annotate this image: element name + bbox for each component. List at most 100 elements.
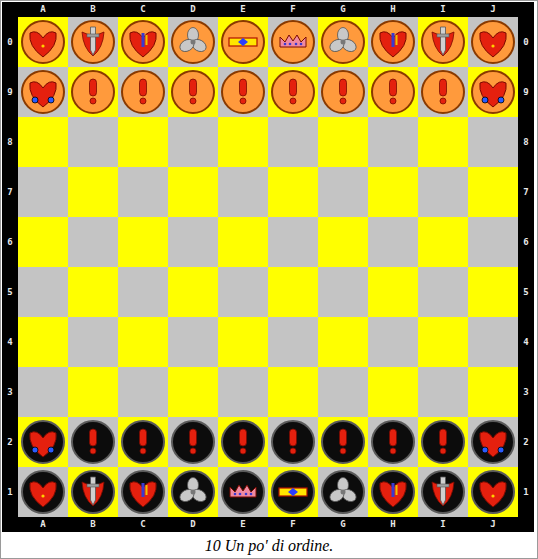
board-square [368,417,418,467]
coordinate-text: 8 [7,137,12,147]
exclamation-symbol [340,79,347,96]
piece-disc [172,21,214,63]
board-square [168,167,218,217]
crown-gem [250,493,253,496]
coordinate-text: H [390,4,395,14]
piece-disc [472,421,514,463]
figure-caption: 10 Un po' di ordine. [0,536,538,556]
board-square [368,467,418,517]
exclamation-dot [290,98,296,104]
coordinate-label: F [268,517,318,532]
exclamation-dot [240,98,246,104]
coordinate-text: 9 [7,87,12,97]
coordinate-text: F [290,519,295,529]
dot-mark [41,44,44,47]
piece-disc [222,71,264,113]
dragon-symbol [480,32,506,57]
dragon-symbol [30,82,56,107]
crown-gem [245,493,248,496]
piece-disc [22,421,64,463]
coordinate-text: 4 [523,337,528,347]
board-square [168,67,218,117]
board-square [118,17,168,67]
exclamation-symbol [190,429,197,446]
board-square [268,67,318,117]
board-square [118,267,168,317]
fan-hub [191,40,196,45]
exclamation-symbol [290,79,297,96]
game-piece [422,471,464,513]
board-square [168,267,218,317]
piece-disc [72,71,114,113]
bar-symbol [229,38,257,46]
board-square [418,117,468,167]
coordinate-text: B [90,519,95,529]
exclamation-symbol [90,79,97,96]
board-square [368,67,418,117]
blade-mark [396,35,398,45]
board-square [168,317,218,367]
coordinate-label: 5 [518,267,534,317]
board-square [268,317,318,367]
dragon-symbol [480,482,506,507]
dragon-symbol [380,482,406,507]
board-frame [2,2,534,532]
coordinate-label: 1 [518,467,534,517]
board-square [218,217,268,267]
eye-mark [482,97,488,103]
coordinate-label: I [418,2,468,17]
game-piece [172,421,214,463]
board-square [318,317,368,367]
coordinate-label: 4 [2,317,18,367]
board-square [418,67,468,117]
board-square [218,17,268,67]
dragon-symbol [480,82,506,107]
piece-disc [422,471,464,513]
sword-hilt [437,34,449,37]
board-square [18,17,68,67]
coordinate-text: J [490,519,495,529]
game-piece [472,71,514,113]
coordinate-label: 9 [2,67,18,117]
board-square [18,217,68,267]
board-square [468,367,518,417]
exclamation-dot [90,448,96,454]
game-piece [422,421,464,463]
eye-mark [48,97,54,103]
piece-disc [222,421,264,463]
sword-blade [441,27,446,55]
coordinate-text: G [340,519,345,529]
crown-symbol [230,485,256,497]
piece-disc [172,421,214,463]
board-square [318,67,368,117]
game-piece [122,71,164,113]
coordinate-label: G [318,2,368,17]
piece-disc [222,471,264,513]
coordinate-label: 5 [2,267,18,317]
coordinate-text: 5 [523,287,528,297]
dragon-symbol [30,482,56,507]
coordinate-label: 0 [518,17,534,67]
board-square [68,267,118,317]
sword-hilt [87,484,99,487]
exclamation-dot [440,98,446,104]
dragon-symbol [130,482,156,507]
board-square [18,317,68,367]
sword-blade [441,477,446,505]
coordinate-label: A [18,517,68,532]
game-piece [22,21,64,63]
piece-disc [372,421,414,463]
bar-symbol [279,488,307,496]
coordinate-label: A [18,2,68,17]
coordinate-label: 6 [2,217,18,267]
board-square [418,17,468,67]
exclamation-symbol [140,79,147,96]
board-square [68,217,118,267]
board-square [368,117,418,167]
coordinate-text: 4 [7,337,12,347]
exclamation-symbol [240,429,247,446]
piece-disc [122,421,164,463]
game-piece [372,421,414,463]
game-piece [222,471,264,513]
